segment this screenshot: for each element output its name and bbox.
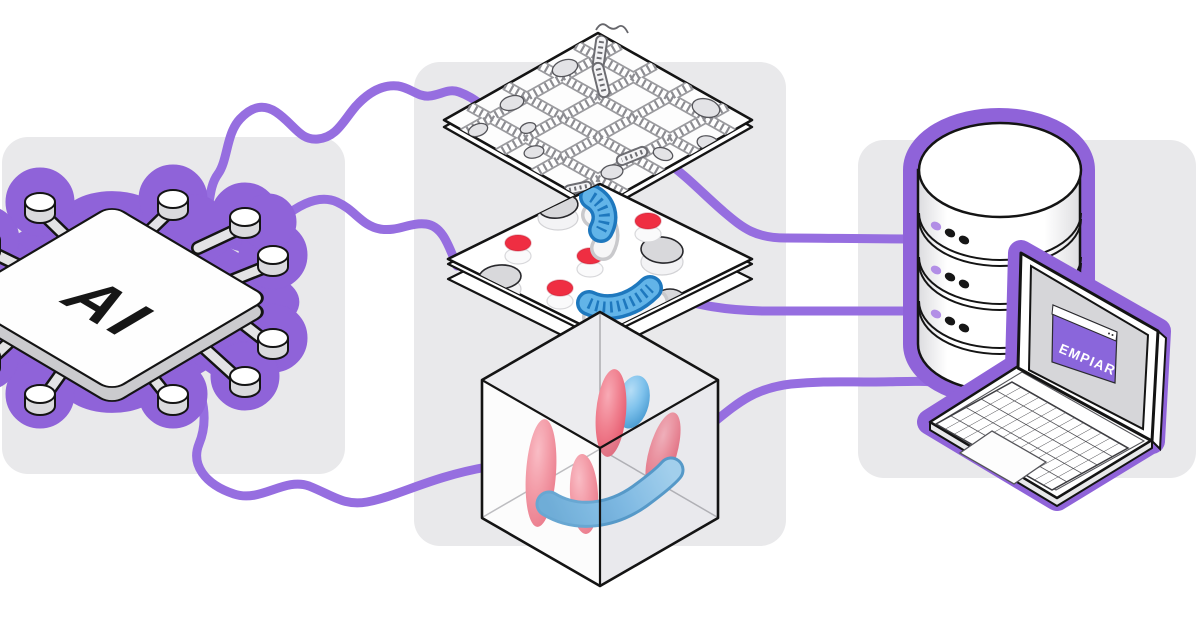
- mitochondrion: [576, 275, 663, 321]
- vesicle: [634, 212, 662, 230]
- mitochondrion-sketches: [563, 34, 649, 196]
- dna-squiggle: [595, 23, 629, 34]
- segmented-organelles: [525, 369, 685, 534]
- red-segment: [595, 369, 627, 457]
- vesicle-ghosts: [504, 225, 662, 310]
- ai-chip: AI: [0, 164, 308, 429]
- window-control-dot: [1111, 334, 1114, 336]
- connection-wires: [187, 81, 981, 508]
- wire-micrograph-to-database: [659, 155, 918, 244]
- laptop: EMPIAR: [917, 240, 1171, 511]
- dot-purple: [930, 309, 942, 319]
- trackpad: [958, 430, 1048, 485]
- mitochondrion: [579, 184, 618, 243]
- vesicle: [546, 279, 574, 297]
- wire-chip-to-volume: [187, 369, 492, 508]
- micrograph-plane: [442, 23, 754, 216]
- wire-chip-to-annotation: [278, 194, 462, 271]
- dot-purple: [930, 221, 942, 231]
- disc-indicator-dots: [930, 221, 970, 333]
- chip-pins: [0, 189, 289, 416]
- membrane-blobs: [444, 58, 721, 180]
- cube-edges: [480, 310, 720, 588]
- volume-cube: [480, 310, 720, 588]
- dot-purple: [930, 265, 942, 275]
- keyboard: [934, 381, 1130, 491]
- empiar-window-titlebar: [1051, 304, 1118, 342]
- wire-chip-to-micrograph: [195, 81, 488, 237]
- chip-body-top: AI: [0, 208, 264, 388]
- mitochondria: [576, 184, 663, 321]
- vesicle: [504, 234, 532, 252]
- pin-cylinders: [0, 189, 289, 416]
- blue-segment: [535, 456, 685, 528]
- window-control-dot: [1108, 332, 1110, 335]
